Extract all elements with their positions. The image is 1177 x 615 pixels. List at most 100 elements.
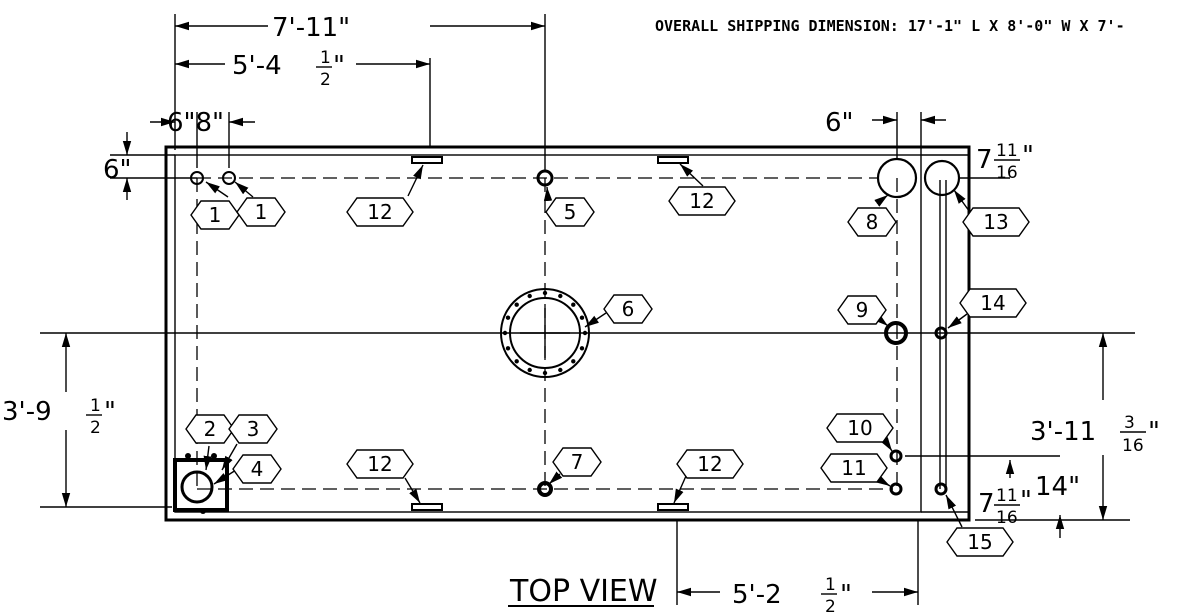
callout-tag-1: 1: [236, 197, 286, 227]
callout-tag-label: 12: [689, 189, 714, 213]
callout-tag-label: 6: [622, 297, 635, 321]
callout-tag-4: 4: [232, 454, 282, 484]
callout-tag-label: 12: [367, 200, 392, 224]
dim-7-11-16-top-den: 16: [996, 163, 1018, 183]
callout-tag-13: 13: [962, 207, 1030, 237]
manway-bolt: [505, 315, 511, 320]
fitting-14: [934, 326, 948, 340]
dim-5-2-frac-num: 1: [825, 575, 836, 595]
leaders: [203, 163, 973, 528]
fitting-10: [889, 449, 903, 463]
callout-tag-label: 14: [980, 291, 1005, 315]
dim-6-8: 6"8": [167, 108, 224, 138]
dim-3-11: 3'-11: [1030, 417, 1096, 447]
fitting-15: [934, 482, 948, 496]
callout-tag-label: 8: [866, 210, 879, 234]
dim-5-2: 5'-2: [732, 580, 782, 610]
callout-tag-12: 12: [668, 186, 736, 216]
fitting-5: [536, 169, 554, 187]
manway-bolt: [579, 346, 585, 351]
dim-14: 14": [1035, 472, 1080, 502]
callout-tag-15: 15: [946, 527, 1014, 557]
dim-7-11-16-top-inch: ": [1022, 141, 1034, 171]
dim-7-11-16-bottom-den: 16: [996, 508, 1018, 528]
callout-tag-label: 12: [367, 452, 392, 476]
callout-tag-label: 13: [983, 210, 1008, 234]
manway-bolt: [542, 290, 548, 296]
callout-tag-2: 2: [185, 414, 235, 444]
pump-box: [173, 453, 229, 514]
view-title: TOP VIEW: [509, 574, 658, 609]
manway-bolt: [502, 330, 508, 336]
manway-bolt: [571, 302, 576, 307]
dim-5-2-inch: ": [840, 580, 852, 610]
fitting-7: [537, 481, 553, 497]
callout-tag-label: 9: [856, 298, 869, 322]
fitting-1b: [222, 171, 236, 185]
dim-7-11-16-bottom-inch: ": [1020, 486, 1032, 516]
dim-3-9-inch: ": [104, 397, 116, 427]
dim-7-11-16-top-num: 11: [996, 141, 1018, 161]
callout-tag-5: 5: [545, 197, 595, 227]
dim-7-11: 7'-11": [272, 13, 350, 43]
dim-7-11-16-top: 7: [976, 145, 993, 175]
manway-bolt: [527, 293, 532, 299]
manway-bolt: [542, 370, 548, 376]
callout-tag-label: 7: [571, 450, 584, 474]
callout-tag-label: 1: [209, 203, 222, 227]
callout-tag-label: 3: [247, 417, 260, 441]
callout-tag-11: 11: [820, 453, 888, 483]
callout-tag-label: 5: [564, 200, 577, 224]
manway-bolt: [514, 359, 519, 364]
callout-tag-label: 15: [967, 530, 992, 554]
manway-bolt: [558, 367, 563, 373]
dim-5-2-frac-den: 2: [825, 597, 836, 615]
callout-tag-1: 1: [190, 200, 240, 230]
manway-bolt: [558, 293, 563, 299]
lug-12-top-right: [657, 156, 689, 164]
dim-3-9-frac-num: 1: [90, 396, 101, 416]
manway-bolt: [527, 367, 532, 373]
lug-12-bottom-right: [657, 503, 689, 511]
callout-tag-label: 11: [841, 456, 866, 480]
callout-tag-label: 1: [255, 200, 268, 224]
dim-5-4-inch: ": [333, 51, 345, 81]
callout-tag-3: 3: [228, 414, 278, 444]
fitting-9: [884, 321, 908, 345]
callout-tag-12: 12: [346, 449, 414, 479]
dim-3-11-frac-num: 3: [1124, 413, 1135, 433]
callout-tag-12: 12: [346, 197, 414, 227]
callout-tag-label: 2: [204, 417, 217, 441]
manway-bolt: [582, 330, 588, 336]
callout-tag-8: 8: [847, 207, 897, 237]
dim-3-9-frac-den: 2: [90, 418, 101, 438]
dim-6-left: 6": [103, 155, 132, 185]
dim-5-4-frac-den: 2: [320, 70, 331, 90]
callout-tag-9: 9: [837, 295, 887, 325]
dim-3-9: 3'-9: [2, 397, 52, 427]
callout-tag-12: 12: [676, 449, 744, 479]
dim-3-11-inch: ": [1148, 417, 1160, 447]
callout-tag-7: 7: [552, 447, 602, 477]
dim-5-4: 5'-4: [232, 51, 282, 81]
dim-7-11-16-bottom-num: 11: [996, 486, 1018, 506]
fitting-13: [923, 159, 961, 197]
dim-6-right: 6": [825, 108, 854, 138]
manway-bolt: [571, 359, 576, 364]
manway-6: [500, 288, 590, 378]
manway-bolt: [579, 315, 585, 320]
callout-tag-10: 10: [826, 413, 894, 443]
manway-bolt: [514, 302, 519, 307]
lug-12-bottom-left: [411, 503, 443, 511]
dim-7-11-16-bottom: 7: [978, 489, 995, 519]
callout-tag-label: 12: [697, 452, 722, 476]
manway-bolt: [505, 346, 511, 351]
fitting-11: [889, 482, 903, 496]
callout-tag-label: 4: [251, 457, 264, 481]
callout-tag-6: 6: [603, 294, 653, 324]
callout-tag-label: 10: [847, 416, 872, 440]
dim-3-11-frac-den: 16: [1122, 436, 1144, 456]
shipping-dimension-note: OVERALL SHIPPING DIMENSION: 17'-1" L X 8…: [655, 17, 1125, 35]
